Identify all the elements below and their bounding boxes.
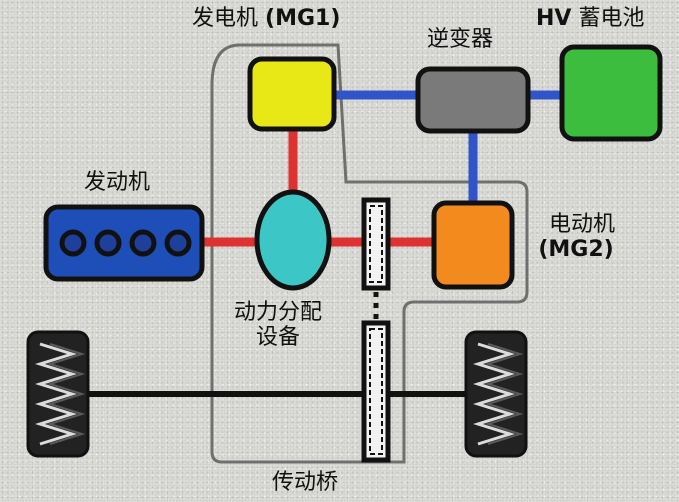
cylinder-2 — [94, 229, 122, 257]
battery-block — [559, 44, 663, 142]
cylinder-1 — [59, 229, 87, 257]
battery-label: HV 蓄电池 — [536, 6, 644, 31]
engine-block — [43, 204, 205, 282]
power-split-label-line2: 设备 — [256, 325, 301, 351]
cylinder-4 — [164, 229, 192, 257]
motor-block — [431, 200, 515, 290]
reduction-gear-upper — [361, 197, 391, 291]
left-wheel — [26, 330, 90, 458]
inverter-label-text: 逆变器 — [427, 27, 494, 52]
inverter-label: 逆变器 — [427, 27, 493, 52]
generator-label-text: 发电机 — [192, 6, 259, 31]
generator-code-text: (MG1) — [265, 6, 341, 31]
engine-label: 发动机 — [84, 170, 150, 195]
battery-prefix-text: HV — [536, 6, 572, 31]
axle-label-text: 传动桥 — [272, 470, 339, 495]
engine-label-text: 发动机 — [84, 170, 151, 195]
reduction-gear-lower — [361, 320, 391, 463]
cylinder-3 — [129, 229, 157, 257]
motor-label-text: 电动机 — [549, 212, 616, 237]
transaxle-outline — [210, 43, 529, 464]
generator-block — [247, 56, 337, 132]
motor-label: 电动机 (MG2) — [538, 212, 616, 263]
axle-label: 传动桥 — [272, 470, 338, 495]
battery-label-text: 蓄电池 — [578, 6, 645, 31]
inverter-block — [415, 66, 531, 134]
generator-label: 发电机 (MG1) — [192, 6, 340, 31]
engine-cylinders — [59, 229, 192, 257]
power-split-label-line1: 动力分配 — [234, 300, 323, 325]
right-wheel — [464, 330, 528, 458]
power-split-device — [254, 189, 332, 291]
power-split-label: 动力分配 设备 — [234, 300, 322, 351]
motor-code-text: (MG2) — [538, 237, 614, 263]
